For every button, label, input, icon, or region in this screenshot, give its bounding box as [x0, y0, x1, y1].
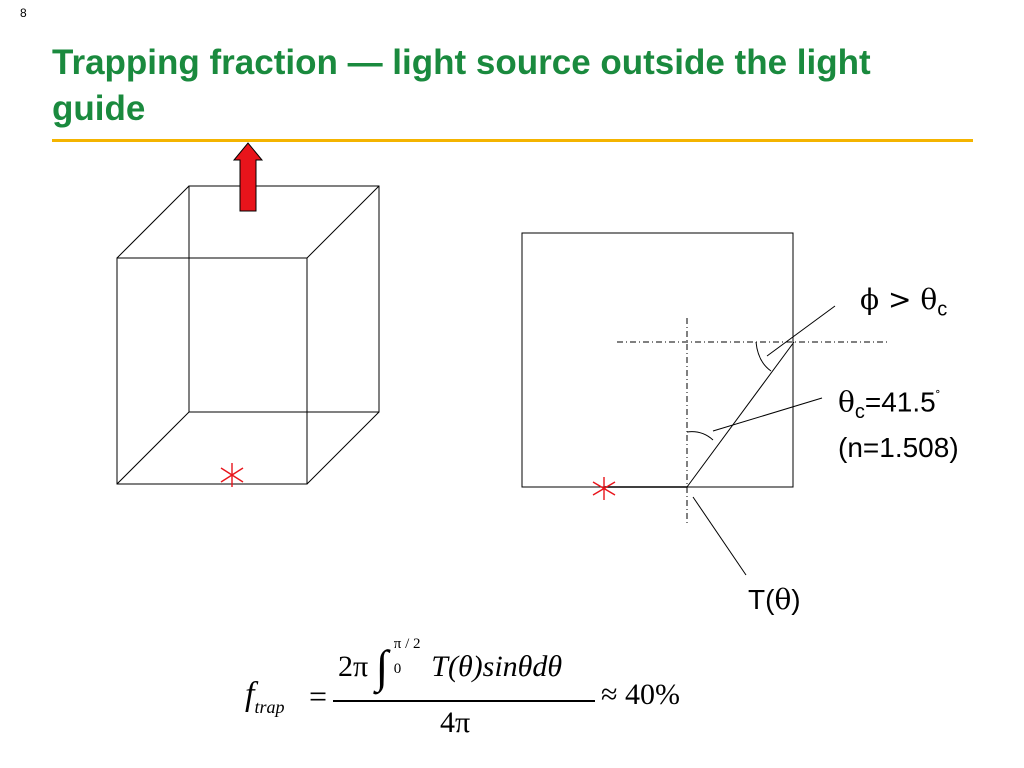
- integral-sign: ∫: [375, 641, 389, 692]
- upper-limit: π / 2: [393, 636, 421, 652]
- formula-integrand: T(θ)sinθdθ: [431, 650, 563, 683]
- light-guide-box: [116, 185, 380, 485]
- title-underline: [52, 139, 973, 142]
- box-edge-top-right: [306, 185, 380, 259]
- formula-numerator: 2π ∫ π / 2 0 T(θ)sinθdθ: [338, 634, 563, 692]
- box-edge-top-left: [116, 185, 190, 259]
- transmission-T: T(: [748, 584, 775, 615]
- output-arrow-icon: [232, 142, 264, 212]
- transmission-leader-line: [692, 496, 747, 576]
- phi-subscript: c: [937, 298, 948, 321]
- formula-result: ≈ 40%: [601, 678, 680, 711]
- theta-value: =41.5: [864, 386, 936, 418]
- formula-f-subscript: trap: [254, 696, 285, 717]
- formula-num-prefix: 2π: [338, 650, 369, 683]
- transmission-theta: θ: [774, 583, 792, 616]
- transmission-close: ): [791, 584, 801, 615]
- fraction-bar: [333, 700, 595, 702]
- trapping-fraction-formula: ftrap = 2π ∫ π / 2 0 T(θ)sinθdθ 4π ≈ 40%: [245, 630, 705, 755]
- light-source-star-icon: [220, 463, 244, 487]
- theta-subscript: c: [854, 400, 865, 423]
- refracted-ray: [686, 341, 795, 488]
- source-star-icon: [592, 477, 616, 500]
- phi-leader-line: [766, 305, 836, 357]
- phi-text: ϕ > θ: [860, 283, 938, 316]
- formula-denominator: 4π: [440, 706, 471, 739]
- box-edge-bottom-left: [116, 411, 190, 485]
- formula-f: f: [245, 676, 255, 713]
- page-number: 8: [20, 6, 27, 20]
- lower-limit: 0: [393, 661, 402, 677]
- degree-symbol: ˚: [935, 388, 941, 404]
- box-back-face: [188, 185, 380, 413]
- refractive-index: (n=1.508): [838, 431, 959, 463]
- slide-title: Trapping fraction — light source outside…: [52, 43, 871, 128]
- critical-angle-label: θc=41.5˚ (n=1.508): [838, 378, 959, 466]
- phi-angle-arc: [755, 341, 772, 372]
- theta-angle-arc: [686, 431, 714, 441]
- theta-leader-line: [712, 397, 823, 432]
- box-edge-bottom-right: [306, 411, 380, 485]
- phi-angle-label: ϕ > θc: [860, 283, 947, 322]
- formula-lhs: ftrap: [245, 676, 284, 718]
- integral-limits: π / 2 0: [394, 634, 424, 684]
- light-guide-cross-section: [521, 232, 794, 488]
- formula-equals: =: [309, 678, 328, 714]
- theta-symbol: θ: [838, 385, 855, 419]
- box-front-face: [116, 257, 308, 485]
- transmission-label: T(θ): [748, 583, 801, 616]
